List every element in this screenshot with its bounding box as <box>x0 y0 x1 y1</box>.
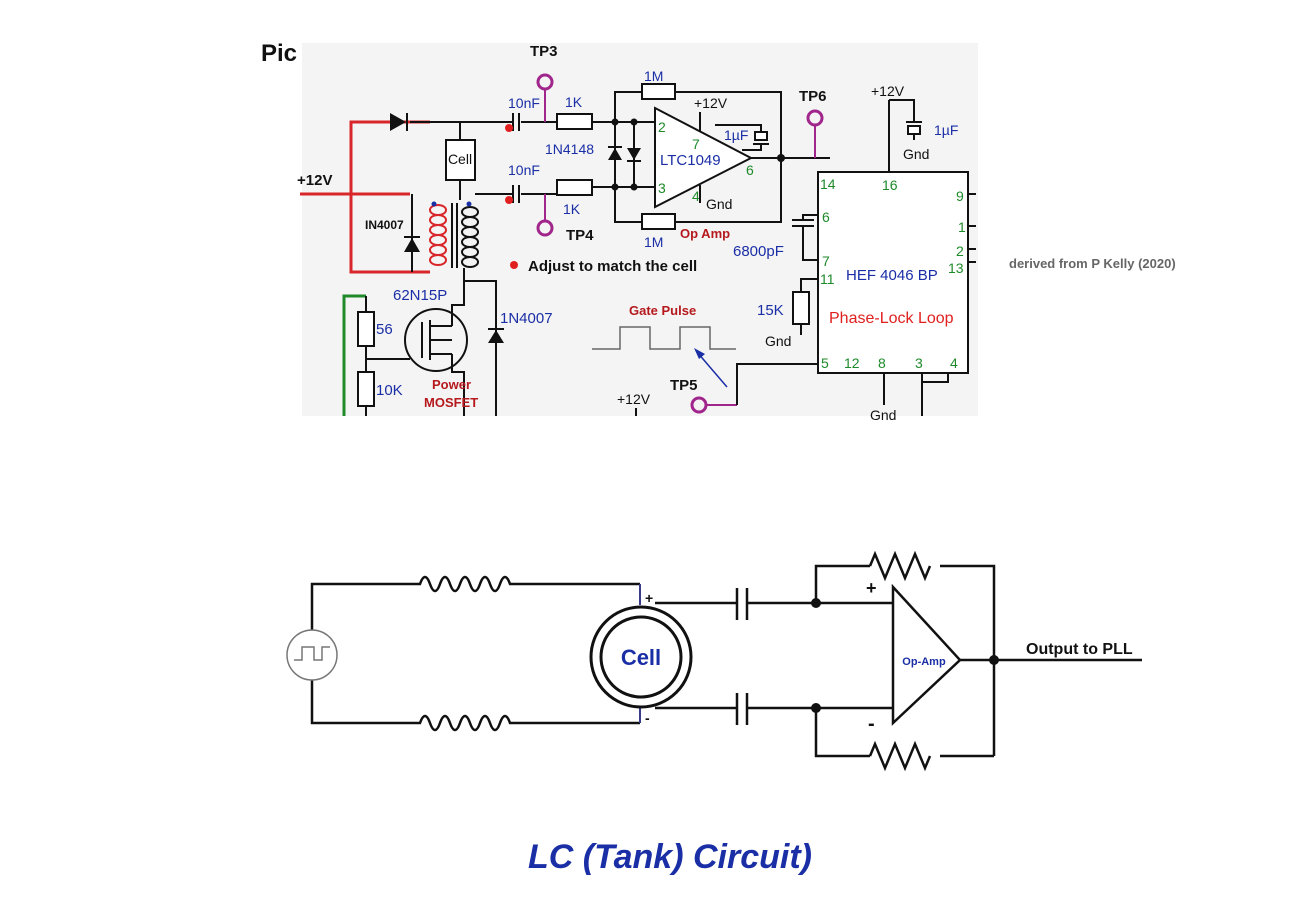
mosfet-caption-2: MOSFET <box>424 395 478 410</box>
cell-box <box>445 139 476 181</box>
adjust-note: Adjust to match the cell <box>528 258 697 275</box>
pll-name-label: Phase-Lock Loop <box>829 310 954 327</box>
opamp-caption: Op Amp <box>680 226 730 241</box>
r-56-label: 56 <box>376 321 393 338</box>
c-10nf-top-label: 10nF <box>508 95 540 111</box>
mosfet-part-label: 62N15P <box>393 287 447 304</box>
tank-cell-label: Cell <box>621 645 661 670</box>
diode-in4007-icon <box>404 238 420 252</box>
pll-pin-11: 11 <box>820 271 835 287</box>
top-schematic: +12V Cell IN4007 1 <box>297 43 978 420</box>
diode-in4007-label: IN4007 <box>365 218 404 232</box>
r-10k-label: 10K <box>376 382 403 399</box>
tp4-icon <box>536 219 554 237</box>
pll-pin-1: 1 <box>958 219 966 235</box>
c-1uf-pll-label: 1µF <box>934 122 958 138</box>
pll-pin-6: 6 <box>822 209 830 225</box>
supply-in-label: +12V <box>297 172 332 189</box>
inductor-bottom-icon <box>402 714 548 732</box>
tp3-label: TP3 <box>530 43 558 60</box>
tp6-label: TP6 <box>799 88 827 105</box>
transformer-icon <box>429 203 479 268</box>
pin6-label: 6 <box>746 162 754 178</box>
gate-pulse-waveform <box>592 326 736 350</box>
pll-pin-8: 8 <box>878 355 886 371</box>
pll-pin-5: 5 <box>821 355 829 371</box>
tank-opamp-label: Op-Amp <box>902 656 946 668</box>
cell-minus-label: - <box>645 710 650 726</box>
mosfet-icon <box>404 281 468 416</box>
gnd-bottom-label: Gnd <box>870 407 896 420</box>
opamp-part-label: LTC1049 <box>660 152 721 169</box>
pin3-label: 3 <box>658 180 666 196</box>
mosfet-caption-1: Power <box>432 377 471 392</box>
diode-1n4007-label: 1N4007 <box>500 310 553 327</box>
c-10nf-bottom-label: 10nF <box>508 162 540 178</box>
c-1uf-opamp-label: 1µF <box>724 127 748 143</box>
tp4-label: TP4 <box>566 227 594 244</box>
r-1k-bottom-label: 1K <box>563 201 581 217</box>
cell-inner-icon <box>599 615 683 699</box>
opamp-minus-label: - <box>868 713 875 735</box>
resistor-top-icon <box>868 550 932 582</box>
pll-pin-3: 3 <box>915 355 923 371</box>
pll-pin-9: 9 <box>956 188 964 204</box>
opamp-ltc1049-icon <box>654 106 754 209</box>
pll-pin-16: 16 <box>882 177 898 193</box>
diode-top-icon <box>390 113 460 131</box>
opamp-plus-label: + <box>866 578 877 598</box>
pll-pin-4: 4 <box>950 355 958 371</box>
opamp-gnd-label: Gnd <box>706 196 732 212</box>
diode-1n4148-a-icon <box>608 148 622 160</box>
gnd-15k-label: Gnd <box>765 333 791 349</box>
main-title: LC (Tank) Circuit) <box>528 838 812 876</box>
inductor-top-icon <box>402 575 548 593</box>
tank-opamp-icon <box>891 583 962 726</box>
pll-chip <box>817 171 969 374</box>
gate-wire <box>342 294 366 416</box>
pll-pin-13: 13 <box>948 260 964 276</box>
supply-pll-label: +12V <box>871 83 905 99</box>
cell-label: Cell <box>448 151 472 167</box>
gate-pulse-label: Gate Pulse <box>629 303 696 318</box>
resistor-bottom-icon <box>868 740 932 772</box>
r-1k-top-label: 1K <box>565 94 583 110</box>
pin7-label: 7 <box>692 136 700 152</box>
tp5-label: TP5 <box>670 377 698 394</box>
pin4-label: 4 <box>692 188 700 204</box>
pll-pin-2: 2 <box>956 243 964 259</box>
output-label: Output to PLL <box>1026 641 1133 658</box>
pulse-source-icon <box>286 629 338 681</box>
tp3-icon <box>536 73 554 91</box>
c-6800pf-label: 6800pF <box>733 243 784 260</box>
r-1m-bottom-label: 1M <box>644 234 663 250</box>
tp6-icon <box>806 109 824 127</box>
pll-pin-14: 14 <box>820 176 836 192</box>
tank-circuit: Cell + - Op-Amp + - Output to PLL <box>286 550 1142 772</box>
supply-gate-label: +12V <box>617 391 651 407</box>
cell-plus-label: + <box>645 590 653 606</box>
pll-pin-7: 7 <box>822 253 830 269</box>
pll-part-label: HEF 4046 BP <box>846 267 938 284</box>
r-15k-label: 15K <box>757 302 784 319</box>
diode-1n4148-label: 1N4148 <box>545 141 594 157</box>
pll-cap-gnd-label: Gnd <box>903 146 929 162</box>
pll-pin-12: 12 <box>844 355 860 371</box>
diode-1n4007-icon <box>488 330 504 343</box>
pin2-label: 2 <box>658 119 666 135</box>
supply-opamp-label: +12V <box>694 95 728 111</box>
diode-1n4148-b-icon <box>627 148 641 160</box>
credit-text: derived from P Kelly (2020) <box>1009 256 1176 271</box>
r-1m-top-label: 1M <box>644 68 663 84</box>
